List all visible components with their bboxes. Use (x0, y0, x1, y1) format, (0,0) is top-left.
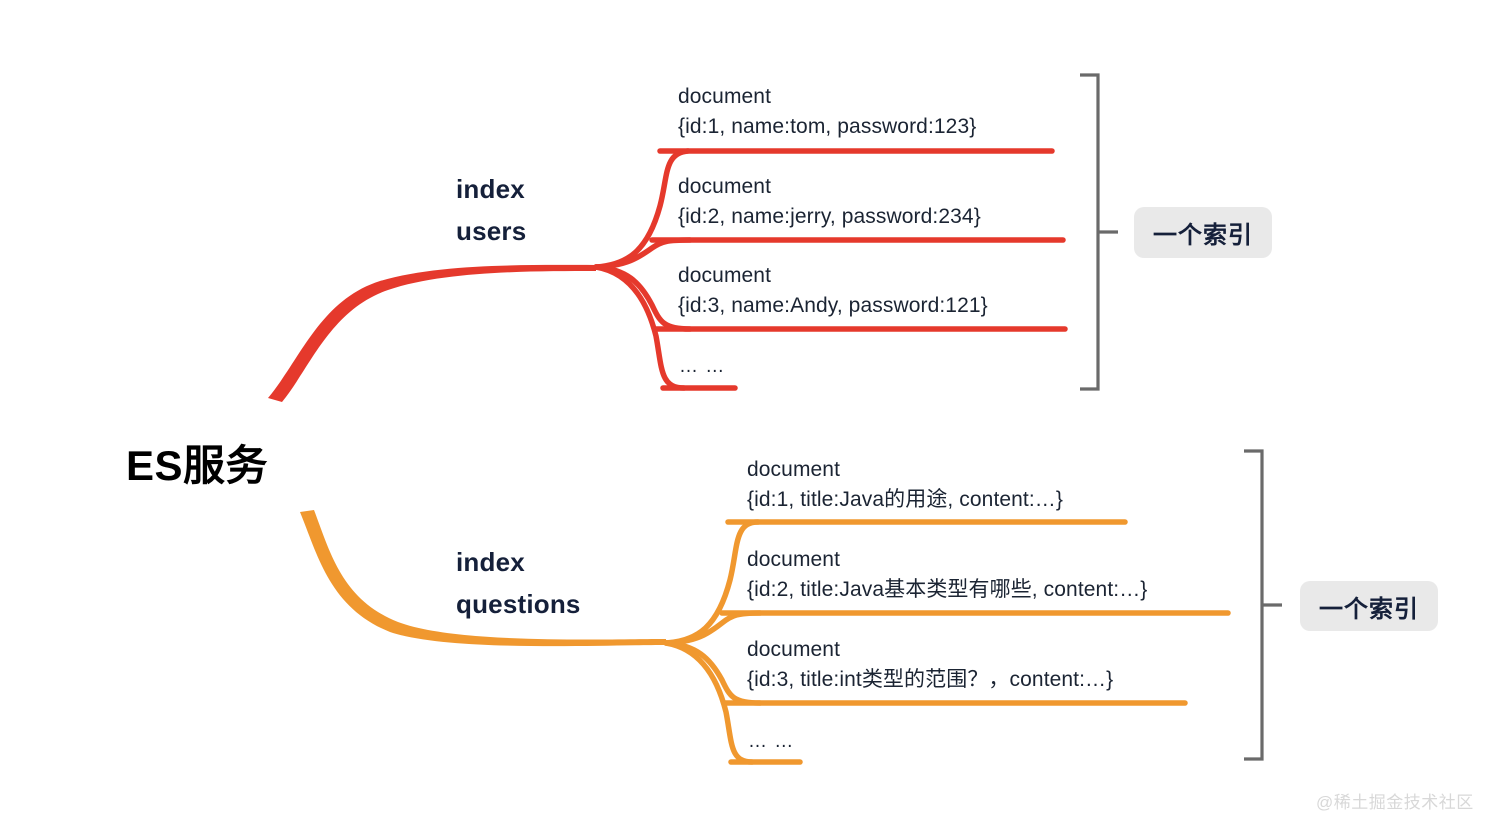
document-title: document (678, 85, 772, 108)
document-ellipsis: … … (679, 356, 726, 377)
bracket-questions (1244, 449, 1282, 761)
document-node: document {id:2, title:Java基本类型有哪些, conte… (747, 545, 1147, 605)
index-label-users: index users (456, 168, 526, 252)
document-node: document {id:1, title:Java的用途, content:…… (747, 455, 1063, 515)
bracket-users (1080, 73, 1118, 391)
index-name: users (456, 216, 527, 246)
trunk-red (268, 264, 596, 402)
branch-orange-1 (663, 519, 761, 646)
status-badge-index-users: 一个索引 (1134, 207, 1272, 258)
document-title: document (747, 638, 841, 661)
branch-red-2 (593, 237, 693, 270)
branch-red-1 (593, 148, 691, 270)
document-node: document {id:3, name:Andy, password:121} (678, 261, 988, 321)
document-ellipsis: … … (748, 731, 795, 752)
branch-orange-4 (663, 640, 755, 765)
document-title: document (678, 264, 772, 287)
document-node: document {id:2, name:jerry, password:234… (678, 172, 981, 232)
index-keyword: index (456, 547, 525, 577)
document-node: document {id:1, name:tom, password:123} (678, 82, 976, 142)
document-title: document (747, 548, 841, 571)
document-title: document (678, 175, 772, 198)
branch-orange-3 (663, 640, 763, 706)
branch-red-4 (593, 264, 687, 391)
index-keyword: index (456, 174, 525, 204)
document-body: {id:1, name:tom, password:123} (678, 115, 977, 138)
document-body: {id:2, name:jerry, password:234} (678, 205, 981, 228)
document-body: {id:2, title:Java基本类型有哪些, content:…} (747, 578, 1148, 601)
document-body: {id:3, name:Andy, password:121} (678, 294, 988, 317)
root-node-label: ES服务 (126, 442, 269, 489)
document-body: {id:1, title:Java的用途, content:…} (747, 488, 1064, 511)
document-node: document {id:3, title:int类型的范围？，content:… (747, 635, 1113, 695)
watermark: @稀土掘金技术社区 (1316, 793, 1474, 812)
document-body: {id:3, title:int类型的范围？，content:…} (747, 668, 1114, 691)
branch-orange-2 (663, 610, 763, 646)
index-label-questions: index questions (456, 541, 581, 625)
document-title: document (747, 458, 841, 481)
status-badge-index-questions: 一个索引 (1300, 581, 1438, 631)
branch-red-3 (593, 264, 693, 332)
index-name: questions (456, 589, 581, 619)
